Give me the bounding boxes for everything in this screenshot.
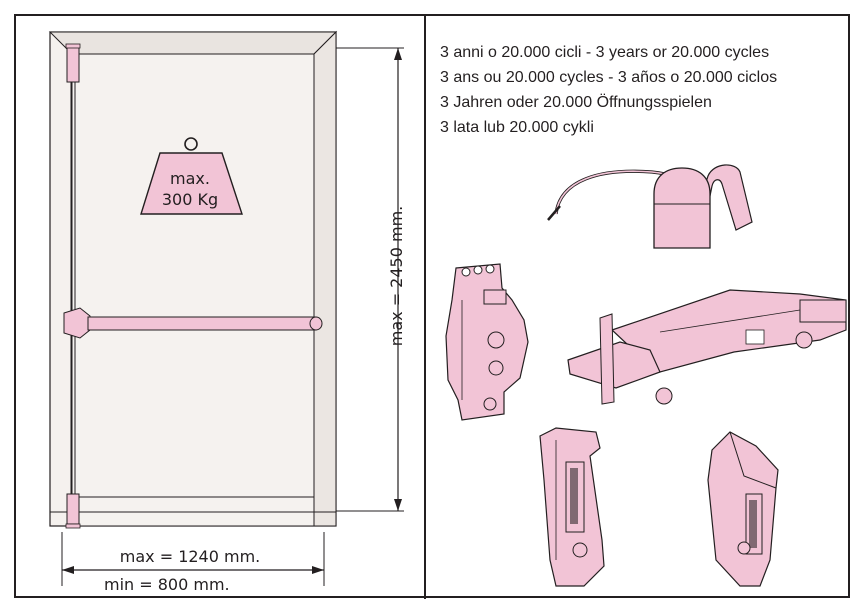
vertical-rod: [65, 43, 81, 529]
width-min-label: min = 800 mm.: [104, 575, 230, 594]
spec-line-3: 3 Jahren oder 20.000 Öffnungsspielen: [440, 94, 712, 111]
width-max-label: max = 1240 mm.: [120, 547, 261, 566]
spec-line-2: 3 ans ou 20.000 cycles - 3 años o 20.000…: [440, 69, 778, 86]
push-bar: [63, 307, 323, 339]
latch-bracket-icon: [445, 263, 529, 421]
height-label: max = 2450 mm.: [387, 206, 406, 347]
cable-lock-icon: [547, 164, 753, 249]
weight-icon: [140, 152, 243, 215]
weight-line2: 300 Kg: [162, 190, 218, 209]
spec-line-4: 3 lata lub 20.000 cykli: [440, 119, 594, 136]
weight-line1: max.: [170, 169, 210, 188]
width-dimension: max = 1240 mm. min = 800 mm.: [61, 532, 325, 594]
door-frame: [48, 30, 338, 527]
weight-label: max. 300 Kg: [140, 137, 243, 215]
spec-line-1: 3 anni o 20.000 cicli - 3 years or 20.00…: [440, 44, 770, 61]
top-latch-icon: [707, 431, 779, 587]
height-dimension: max = 2450 mm.: [336, 47, 406, 512]
bottom-latch-icon: [539, 427, 605, 587]
outer-border: [14, 14, 850, 598]
weight-ring-icon: [184, 137, 198, 151]
bar-mechanism-icon: [567, 289, 847, 405]
